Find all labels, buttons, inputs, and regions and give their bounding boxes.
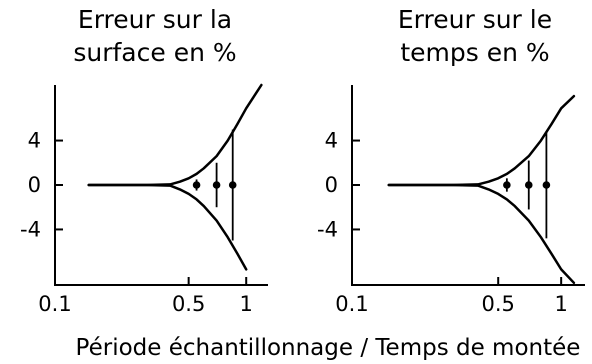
x-tick-label: 0.1 <box>38 292 71 316</box>
y-tick-label: 4 <box>28 129 41 153</box>
y-tick-label: 0 <box>325 173 338 197</box>
x-tick-label: 1 <box>554 292 567 316</box>
upper-error-curve <box>87 83 263 187</box>
chart-title-line: temps en % <box>400 38 549 67</box>
data-point <box>503 181 511 189</box>
x-tick-label: 0.5 <box>172 292 205 316</box>
chart-title-line: surface en % <box>73 38 236 67</box>
lower-error-curve <box>87 183 248 271</box>
y-tick-label: 4 <box>325 129 338 153</box>
chart-panel-2: Erreur sur le temps en % 4 0 -4 0.1 0.5 1 <box>317 5 585 316</box>
data-point <box>524 181 533 189</box>
chart-title-line: Erreur sur le <box>398 5 552 34</box>
data-point <box>542 181 551 189</box>
y-tick-label: -4 <box>317 217 338 241</box>
x-tick-label: 0.1 <box>335 292 368 316</box>
x-tick-label: 1 <box>240 292 253 316</box>
lower-error-curve <box>387 183 576 285</box>
chart-title-line: Erreur sur la <box>78 5 232 34</box>
data-point <box>228 181 237 189</box>
y-tick-label: -4 <box>20 217 41 241</box>
x-axis-label: Période échantillonnage / Temps de monté… <box>76 335 581 361</box>
data-point <box>212 181 221 189</box>
chart-panel-1: Erreur sur la surface en % 4 0 -4 0.1 0.5 1 <box>20 5 268 316</box>
x-tick-label: 0.5 <box>481 292 514 316</box>
data-point <box>192 181 201 189</box>
y-tick-label: 0 <box>28 173 41 197</box>
